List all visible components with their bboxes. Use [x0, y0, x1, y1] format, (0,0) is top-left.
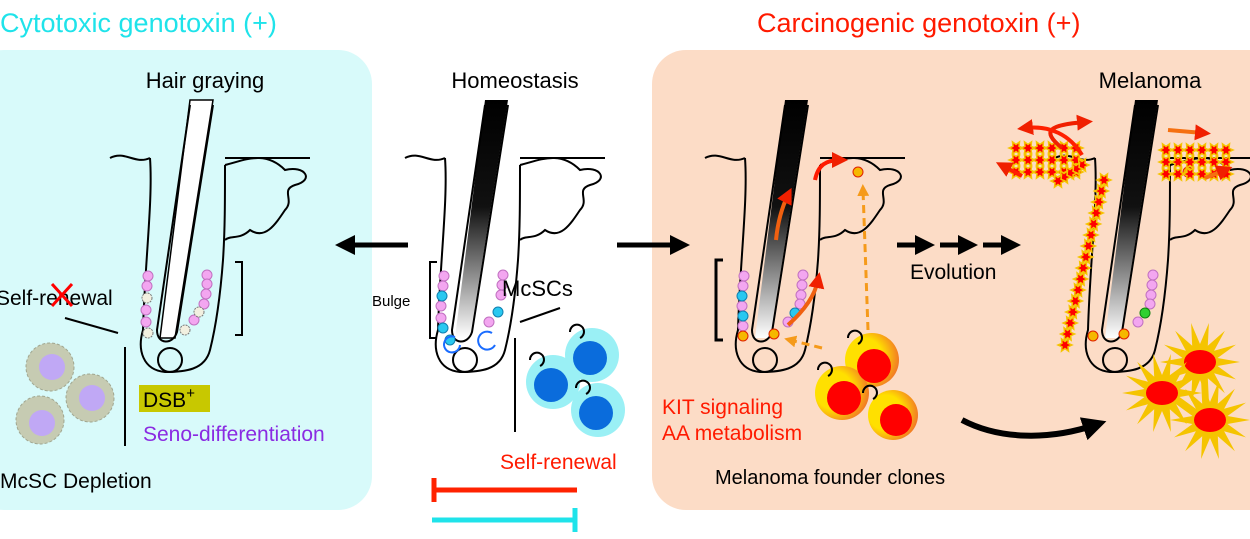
title-homeostasis: Homeostasis	[451, 68, 578, 93]
tumor-cell	[1058, 326, 1077, 342]
dsb-label: DSB+	[143, 385, 195, 412]
tumor-cell	[1084, 216, 1103, 232]
self-renewal-label: Self-renewal	[500, 451, 617, 474]
tumor-cell	[1089, 194, 1108, 210]
evolution-label: Evolution	[910, 261, 996, 284]
founder-clones-label: Melanoma founder clones	[715, 467, 945, 489]
inhibition-cyan	[432, 508, 578, 532]
mcscs-label: McSCs	[502, 276, 573, 301]
tumor-cell	[1063, 304, 1082, 320]
bulge-label: Bulge	[372, 293, 410, 310]
pointer-line	[64, 317, 119, 334]
bulge-bracket-left	[235, 261, 243, 336]
cross-icon	[50, 282, 74, 308]
inhibition-red	[431, 478, 577, 502]
header-cytotoxic: Cytotoxic genotoxin (+)	[0, 8, 277, 38]
invasion-arrows	[995, 114, 1233, 181]
tumor-cell	[1157, 166, 1175, 182]
dashed-migration	[784, 184, 870, 350]
graying-follicle	[109, 99, 311, 373]
tumor-cell	[1092, 183, 1111, 199]
pointer-line-mcsc	[519, 307, 561, 323]
mcsc-depletion-label: McSC Depletion	[0, 470, 152, 493]
self-renewal-blocked-label: Self-renewal	[0, 287, 113, 310]
tumor-cell	[1095, 172, 1113, 188]
tumor-cell	[1079, 238, 1098, 254]
tumor-cell	[1193, 166, 1211, 182]
mcsc-cells	[526, 323, 625, 437]
tumor-cell	[1181, 166, 1199, 182]
header-carcinogenic: Carcinogenic genotoxin (+)	[757, 8, 1080, 38]
tumor-cells	[1007, 140, 1235, 353]
tumor-cell	[1169, 166, 1187, 182]
melanoma-cells	[1122, 323, 1250, 459]
tumor-cell	[1071, 271, 1090, 287]
migration-arrows	[774, 152, 848, 327]
tumor-cell	[1082, 227, 1100, 243]
bulge-bracket	[429, 261, 437, 339]
melanoma-nucleus	[1194, 408, 1226, 432]
tumor-cell	[1087, 205, 1106, 221]
tumor-cell	[1069, 282, 1087, 298]
tumor-cell	[1066, 293, 1085, 309]
kit-signaling-label: KIT signaling	[662, 396, 783, 419]
tumor-cell	[1076, 249, 1095, 265]
senescent-cells	[15, 342, 115, 445]
title-hair-graying: Hair graying	[146, 68, 265, 93]
seno-differentiation-label: Seno-differentiation	[143, 423, 325, 446]
tumor-cell	[1056, 337, 1074, 353]
melanoma-nucleus	[1146, 381, 1178, 405]
title-melanoma: Melanoma	[1099, 68, 1202, 93]
tumor-cell	[1074, 260, 1093, 276]
melanoma-nucleus	[1184, 350, 1216, 374]
right-panel	[652, 50, 1250, 510]
founder-clones	[815, 329, 918, 440]
tumor-cell	[1019, 164, 1037, 180]
progression-arrow	[960, 417, 1107, 441]
homeostasis-follicle	[404, 100, 606, 373]
tumor-cell	[1061, 315, 1080, 331]
bulge-bracket-right	[714, 258, 723, 342]
tumor-cell	[1049, 173, 1067, 189]
tumor-cell	[1031, 164, 1049, 180]
aa-metabolism-label: AA metabolism	[662, 422, 802, 445]
dsb-badge	[139, 385, 210, 412]
